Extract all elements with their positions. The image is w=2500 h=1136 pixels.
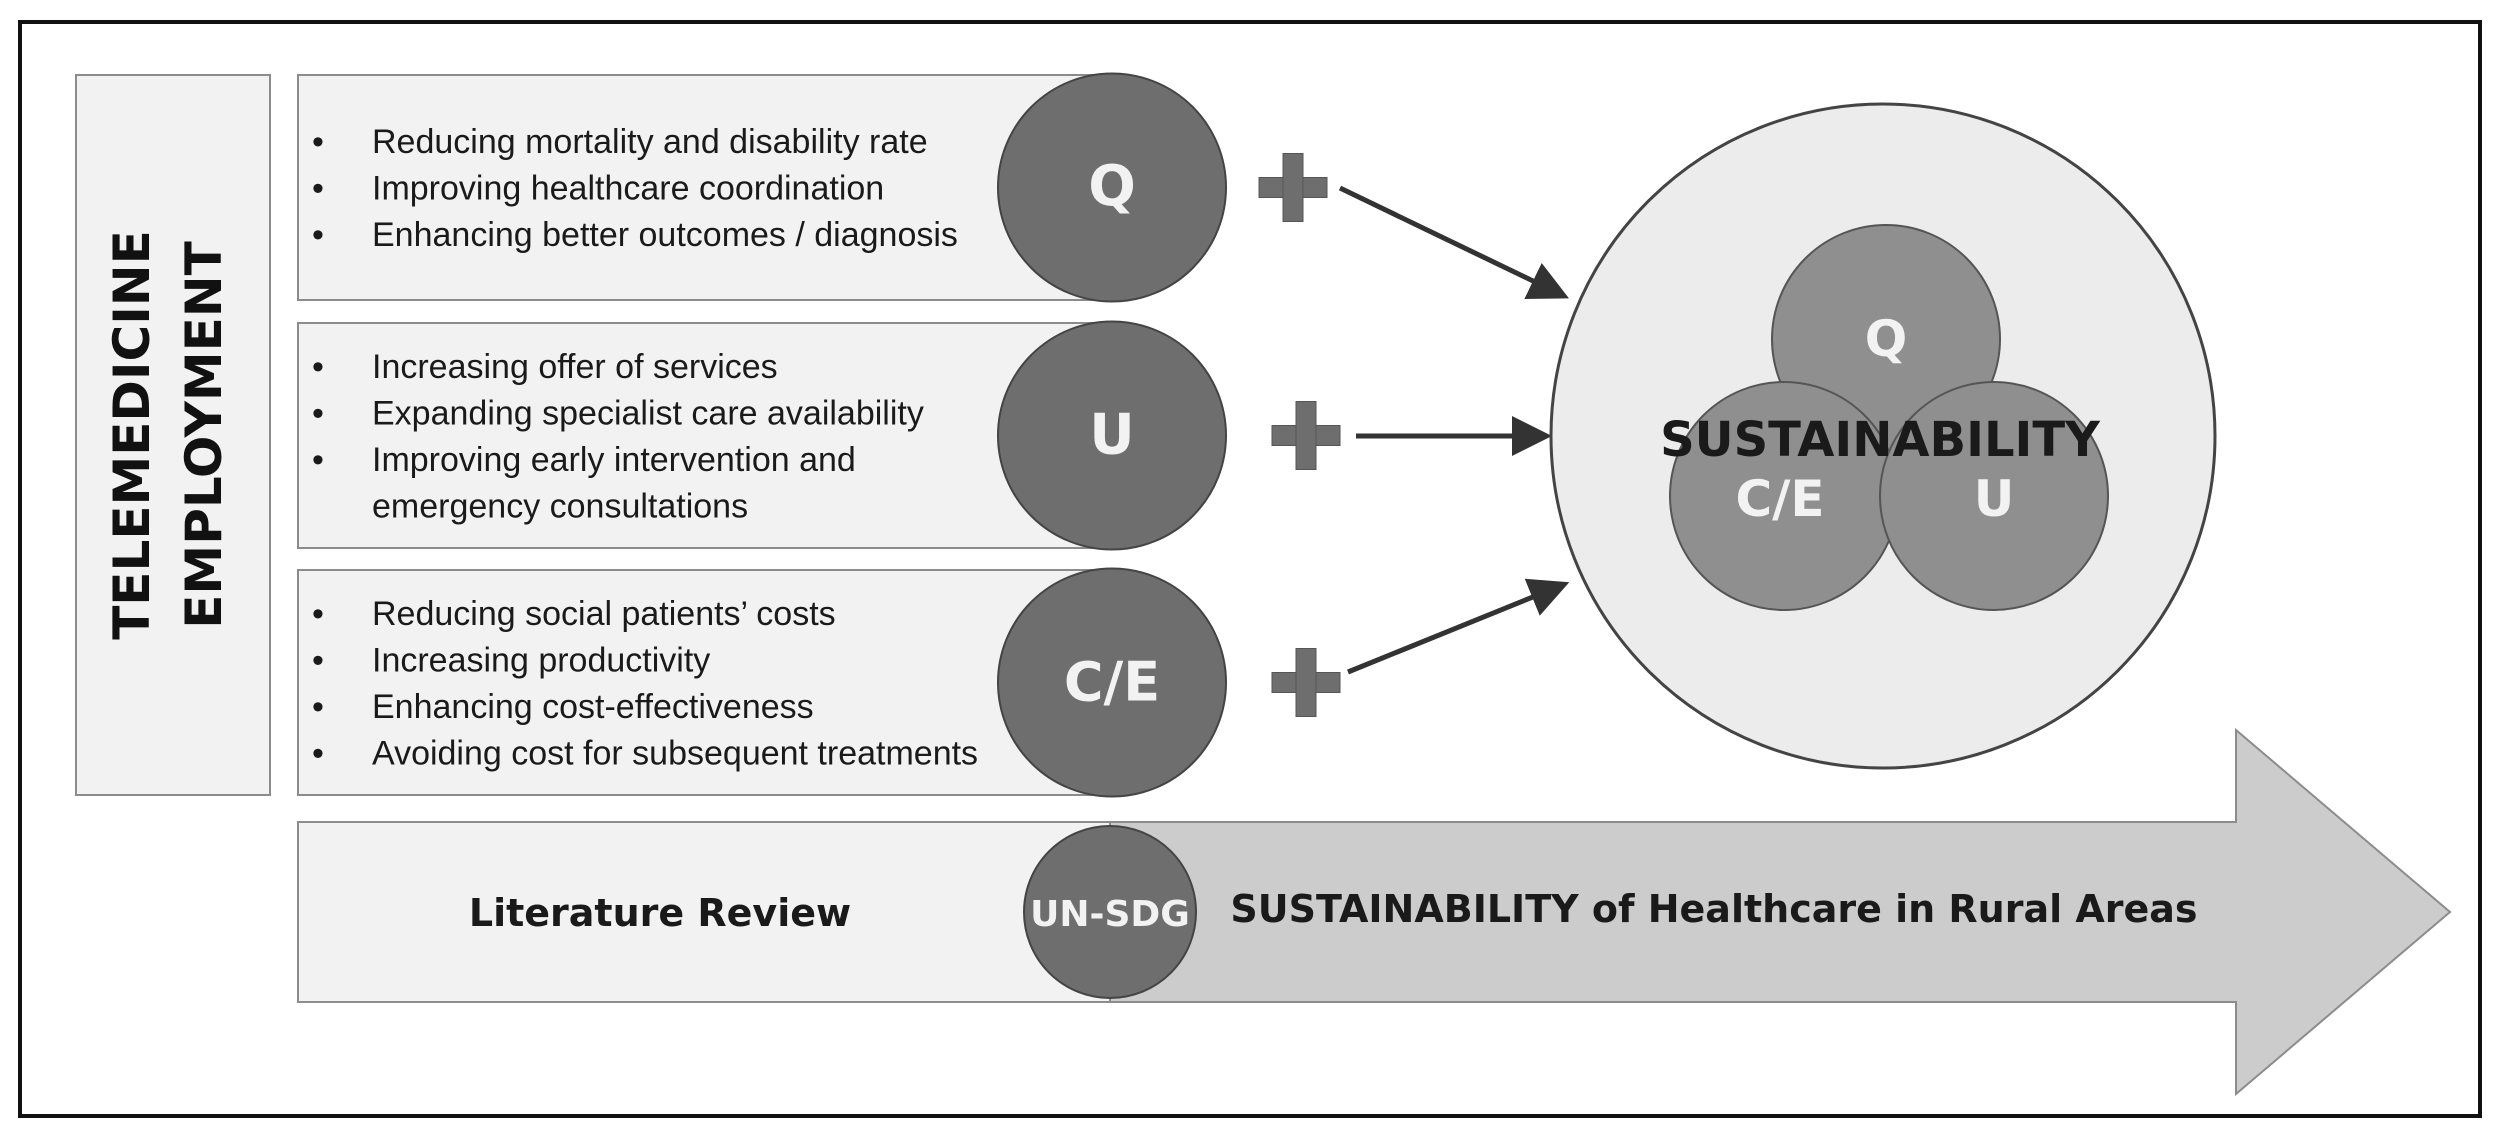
- bullet-marker: •: [312, 170, 324, 208]
- un-sdg-circle: [1023, 825, 1197, 999]
- bullet-marker: •: [312, 441, 324, 479]
- bullet-box: [297, 74, 1111, 301]
- bullet-marker: •: [312, 348, 324, 386]
- sustainability-cluster: Q C/E U SUSTAINABILITY: [1549, 102, 2217, 770]
- bullet-marker: •: [312, 123, 324, 161]
- bullet-text: Improving healthcare coordination: [372, 170, 884, 208]
- bullet-text: Reducing social patients’ costs: [372, 595, 836, 633]
- bullet-text: Expanding specialist care availability: [372, 394, 924, 432]
- bullet-marker: •: [312, 688, 324, 726]
- literature-review-label: Literature Review: [469, 891, 851, 935]
- bullet-box: [297, 569, 1111, 796]
- bullet-text: Reducing mortality and disability rate: [372, 123, 928, 161]
- plus-icon: [1271, 648, 1341, 717]
- un-sdg-label: UN-SDG: [1030, 894, 1190, 935]
- sustainability-u-circle: [1879, 381, 2109, 611]
- side-title-line2: EMPLOYMENT: [175, 241, 233, 628]
- sustainability-ce-label: C/E: [1735, 470, 1824, 528]
- literature-review-box: [297, 821, 1111, 1003]
- bullet-box: [297, 322, 1111, 549]
- bullet-text: Enhancing cost-effectiveness: [372, 688, 814, 726]
- rural-healthcare-label: SUSTAINABILITY of Healthcare in Rural Ar…: [1230, 887, 2197, 931]
- sustainability-arrow: Literature Review UN-SDG SUSTAINABILITY …: [297, 727, 2452, 1097]
- impact-rows: • Reducing mortality and disability rate •…: [297, 72, 1570, 798]
- plus-icon: [1271, 401, 1341, 470]
- bullet-text: Avoiding cost for subsequent treatments: [372, 734, 978, 772]
- sustainability-q-label: Q: [1865, 310, 1908, 368]
- dimension-symbol: Q: [1088, 155, 1136, 220]
- connector-arrow: [1338, 185, 1570, 299]
- sustainability-label: SUSTAINABILITY: [1660, 412, 2101, 468]
- dimension-circle: [997, 567, 1227, 798]
- dimension-circle: [997, 320, 1227, 551]
- sustainability-u-label: U: [1974, 470, 2015, 528]
- bullet-marker: •: [312, 216, 324, 254]
- dimension-circle: [997, 72, 1227, 303]
- bullet-marker: •: [312, 394, 324, 432]
- bullet-text: emergency consultations: [372, 487, 748, 525]
- bullet-text: Improving early intervention and: [372, 441, 856, 479]
- bullet-text: Increasing productivity: [372, 641, 710, 679]
- bullet-marker: •: [312, 595, 324, 633]
- bullet-marker: •: [312, 641, 324, 679]
- side-title-box: [75, 74, 271, 796]
- dimension-symbol: C/E: [1064, 651, 1160, 714]
- bullet-marker: •: [312, 734, 324, 772]
- impact-row: • Increasing offer of services • Expanding …: [297, 320, 1552, 551]
- bullet-text: Enhancing better outcomes / diagnosis: [372, 216, 958, 254]
- bullet-text: Increasing offer of services: [372, 348, 778, 386]
- dimension-symbol: U: [1089, 403, 1134, 468]
- side-title-line1: TELEMEDICINE: [103, 230, 161, 640]
- telemedicine-employment-panel: TELEMEDICINE EMPLOYMENT: [75, 74, 271, 796]
- plus-icon: [1258, 153, 1328, 222]
- connector-arrow: [1347, 578, 1570, 675]
- impact-row: • Reducing mortality and disability rate •…: [297, 72, 1570, 303]
- impact-row: • Reducing social patients’ costs • Increas…: [297, 567, 1570, 798]
